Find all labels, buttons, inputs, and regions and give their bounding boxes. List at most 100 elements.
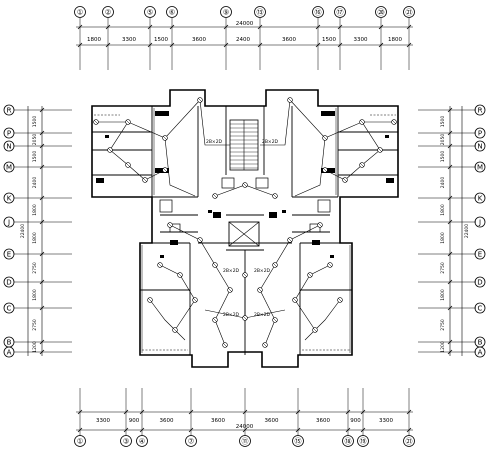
right-axis-label: B [478,338,483,346]
light-point-cross [392,120,396,124]
wire-run [199,99,230,146]
top-axis-bubble [74,6,86,18]
top-tick [337,42,343,48]
right-axis-label: M [477,163,483,171]
right-segment-dim: 1500 [440,151,446,163]
top-axis-bubble [375,6,387,18]
wire-run [169,224,231,346]
light-point-cross [213,263,217,267]
light-point-cross [360,163,364,167]
right-tick [447,349,453,355]
bottom-tick [406,409,412,415]
fixture-block [312,240,320,245]
left-segment-dim: 2750 [32,262,38,274]
left-segment-dim: 2400 [32,177,38,189]
switch-icon [282,210,286,213]
top-tick [257,24,263,30]
bottom-tick [360,427,366,433]
light-point-cross [273,263,277,267]
bottom-axis-label: ⑱ [345,438,352,446]
right-axis-label: C [478,304,483,312]
light-point-cross [213,318,217,322]
switch-icon [160,255,164,258]
top-axis-label: ⑰ [337,9,344,17]
light-point-cross [378,148,382,152]
top-tick [406,42,412,48]
bottom-tick [242,409,248,415]
top-axis-bubble [102,6,114,18]
light-point-cross [288,238,292,242]
stairwell [229,119,259,171]
top-tick [169,24,175,30]
bottom-axis-label: ④ [139,438,145,446]
right-axis-label: A [478,348,483,356]
top-axis-bubble [254,6,266,18]
light-point-cross [328,263,332,267]
light-point-cross [273,318,277,322]
bottom-segment-dim: 3600 [316,418,330,424]
left-tick [39,339,45,345]
wire-run [294,137,326,197]
light-point-cross [178,273,182,277]
left-axis-label: R [7,106,12,114]
right-tick [447,305,453,311]
left-axis-label: K [7,194,12,202]
top-tick [406,24,412,30]
fixture-block [269,212,277,218]
right-overall-dim: 22400 [464,224,470,238]
top-tick [147,42,153,48]
bottom-axis-label: ㉑ [406,438,413,446]
shaft-box [255,177,269,189]
wire-tag: 2B×2D [254,312,271,318]
light-point-cross [163,168,167,172]
wire-run [294,264,331,331]
light-point-cross [198,98,202,102]
shaft-box [169,223,181,233]
bottom-tick [345,427,351,433]
top-segment-dim: 2400 [236,37,250,43]
top-tick [337,24,343,30]
left-segment-dim: 1800 [32,204,38,216]
left-segment-dim: 2750 [32,319,38,331]
left-segment-dim: 1800 [32,289,38,301]
light-point-cross [228,288,232,292]
left-axis-label: J [7,218,10,226]
top-tick [378,42,384,48]
bottom-axis-label: ⑦ [188,438,194,446]
wire-tag: 2B×2D [262,139,279,145]
bottom-tick [295,427,301,433]
bottom-tick [360,409,366,415]
top-axis-bubble [334,6,346,18]
light-point-cross [313,328,317,332]
right-segment-dim: 2400 [440,177,446,189]
left-axis-label: C [7,304,12,312]
light-point-cross [163,136,167,140]
fixture-block [321,168,335,173]
top-axis-label: ⑤ [147,9,153,17]
top-tick [147,24,153,30]
right-tick [447,143,453,149]
top-segment-dim: 3600 [282,37,296,43]
building-plan [91,89,399,368]
bottom-segment-dim: 900 [129,418,140,424]
switch-icon [208,210,212,213]
light-point-cross [148,298,152,302]
left-tick [39,143,45,149]
wire-run [289,99,394,139]
fixture-block [155,111,169,116]
top-segment-dim: 1800 [388,37,402,43]
left-axis-label: A [7,348,12,356]
light-point-cross [243,273,247,277]
top-axis-label: ② [105,9,111,17]
top-tick [315,42,321,48]
left-axis-label: B [7,338,12,346]
bottom-segment-dim: 3300 [379,418,393,424]
right-tick [447,219,453,225]
right-axis-label: E [478,250,482,258]
shaft-box [159,199,173,213]
top-tick [315,24,321,30]
bottom-axis-label: ③ [123,438,129,446]
light-point-cross [338,298,342,302]
left-tick [39,219,45,225]
switch-icon [330,255,334,258]
